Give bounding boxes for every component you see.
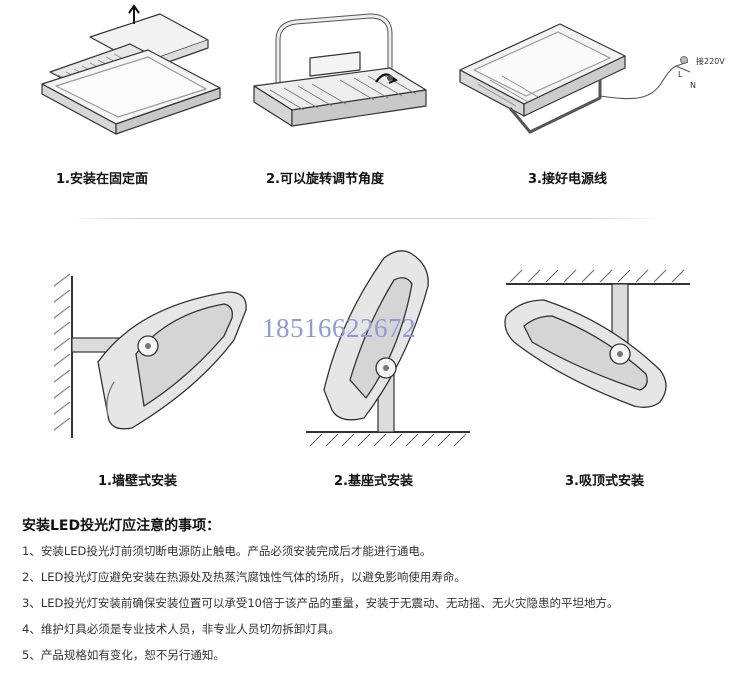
caption-wall-mount: 1.墙壁式安装 — [98, 474, 177, 489]
illustration-connect-power-cable: 接220V L N — [450, 10, 725, 138]
wiring-live-label: L — [678, 70, 683, 79]
notes-list: 1、安装LED投光灯前须切断电源防止触电。产品必须安装完成后才能进行通电。 2、… — [22, 544, 618, 674]
illustration-base-mount — [300, 240, 475, 455]
wiring-neutral-label: N — [690, 81, 696, 90]
caption-ceiling-mount: 3.吸顶式安装 — [565, 474, 644, 489]
wiring-voltage-label: 接220V — [696, 56, 725, 66]
illustration-rotate-adjust-angle — [240, 6, 435, 138]
caption-base-mount: 2.基座式安装 — [334, 474, 413, 489]
caption-fixed-surface: 1.安装在固定面 — [56, 172, 148, 187]
notes-heading: 安装LED投光灯应注意的事项： — [22, 518, 221, 534]
note-item: 4、维护灯具必须是专业技术人员，非专业人员切勿拆卸灯具。 — [22, 622, 340, 636]
phone-number-watermark: 18516622672 — [262, 313, 416, 343]
note-item: 2、LED投光灯应避免安装在热源处及热蒸汽腐蚀性气体的场所，以避免影响使用寿命。 — [22, 570, 466, 584]
illustration-ceiling-mount — [500, 269, 695, 435]
note-item: 5、产品规格如有变化，恕不另行通知。 — [22, 648, 225, 662]
illustration-fixed-surface-mount — [30, 2, 225, 142]
illustration-wall-mount — [48, 270, 258, 440]
caption-rotate-angle: 2.可以旋转调节角度 — [266, 172, 384, 187]
section-divider — [66, 218, 658, 219]
note-item: 3、LED投光灯安装前确保安装位置可以承受10倍于该产品的重量，安装于无震动、无… — [22, 596, 619, 610]
note-item: 1、安装LED投光灯前须切断电源防止触电。产品必须安装完成后才能进行通电。 — [22, 544, 432, 558]
caption-power-cable: 3.接好电源线 — [528, 172, 607, 187]
